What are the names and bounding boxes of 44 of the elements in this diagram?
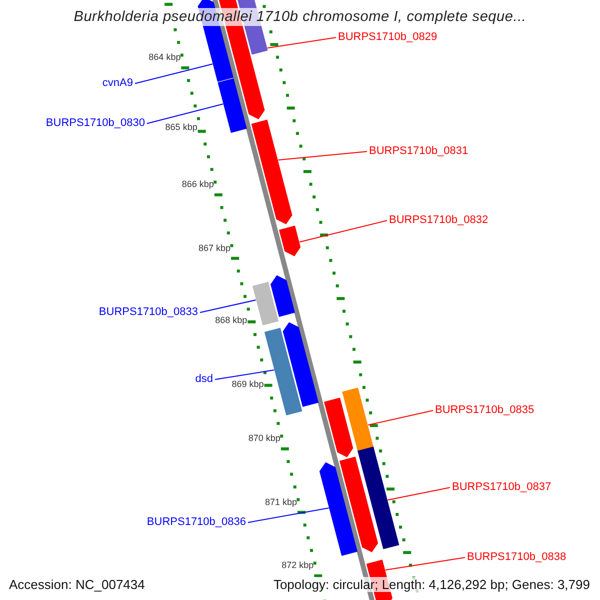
- gene-bar: [342, 388, 374, 452]
- gene-bar: [324, 398, 354, 458]
- gene-bar: [252, 282, 279, 326]
- leader-line: [368, 410, 434, 426]
- gene-bar: [218, 78, 247, 133]
- gene-label: cvnA9: [102, 77, 133, 90]
- gene-label: BURPS1710b_0835: [435, 404, 534, 417]
- position-label: 866 kbp: [182, 179, 214, 190]
- gene-bar: [279, 226, 301, 256]
- gene-bar: [270, 275, 295, 317]
- leader-line: [134, 64, 214, 84]
- position-label: 872 kbp: [282, 560, 314, 571]
- gene-bar: [358, 446, 400, 550]
- position-label: 870 kbp: [248, 433, 280, 444]
- gene-bar: [251, 120, 292, 224]
- gene-label: BURPS1710b_0831: [369, 145, 468, 158]
- position-label: 865 kbp: [165, 122, 198, 132]
- leader-line: [278, 151, 368, 160]
- gene-label: BURPS1710b_0837: [452, 481, 552, 494]
- leader-line: [200, 300, 256, 313]
- gene-label: BURPS1710b_0836: [146, 516, 246, 529]
- leader-line: [146, 104, 224, 124]
- position-label: 869 kbp: [232, 378, 264, 390]
- leader-line: [266, 37, 336, 48]
- gene-label: BURPS1710b_0833: [98, 306, 198, 319]
- gene-label: dsd: [195, 373, 213, 386]
- position-label: 867 kbp: [198, 242, 231, 254]
- gene-bar: [264, 328, 302, 416]
- summary-text: Topology: circular; Length: 4,126,292 bp; Genes: 3,799: [273, 577, 590, 592]
- gene-label: BURPS1710b_0830: [46, 117, 145, 130]
- leader-line: [299, 220, 388, 242]
- leader-line: [384, 557, 466, 570]
- gene-label: BURPS1710b_0838: [467, 551, 566, 564]
- gene-bar: [340, 456, 378, 552]
- position-label: 864 kbp: [148, 52, 181, 63]
- position-label: 868 kbp: [215, 315, 248, 326]
- accession-text: Accession: NC_007434: [9, 577, 145, 592]
- gene-bar: [319, 462, 358, 556]
- leader-line: [248, 508, 330, 523]
- gene-bar: [282, 322, 319, 407]
- gene-label: BURPS1710b_0829: [338, 31, 438, 44]
- leader-line: [214, 370, 275, 380]
- position-label: 871 kbp: [264, 496, 298, 508]
- gene-label: BURPS1710b_0832: [389, 214, 488, 227]
